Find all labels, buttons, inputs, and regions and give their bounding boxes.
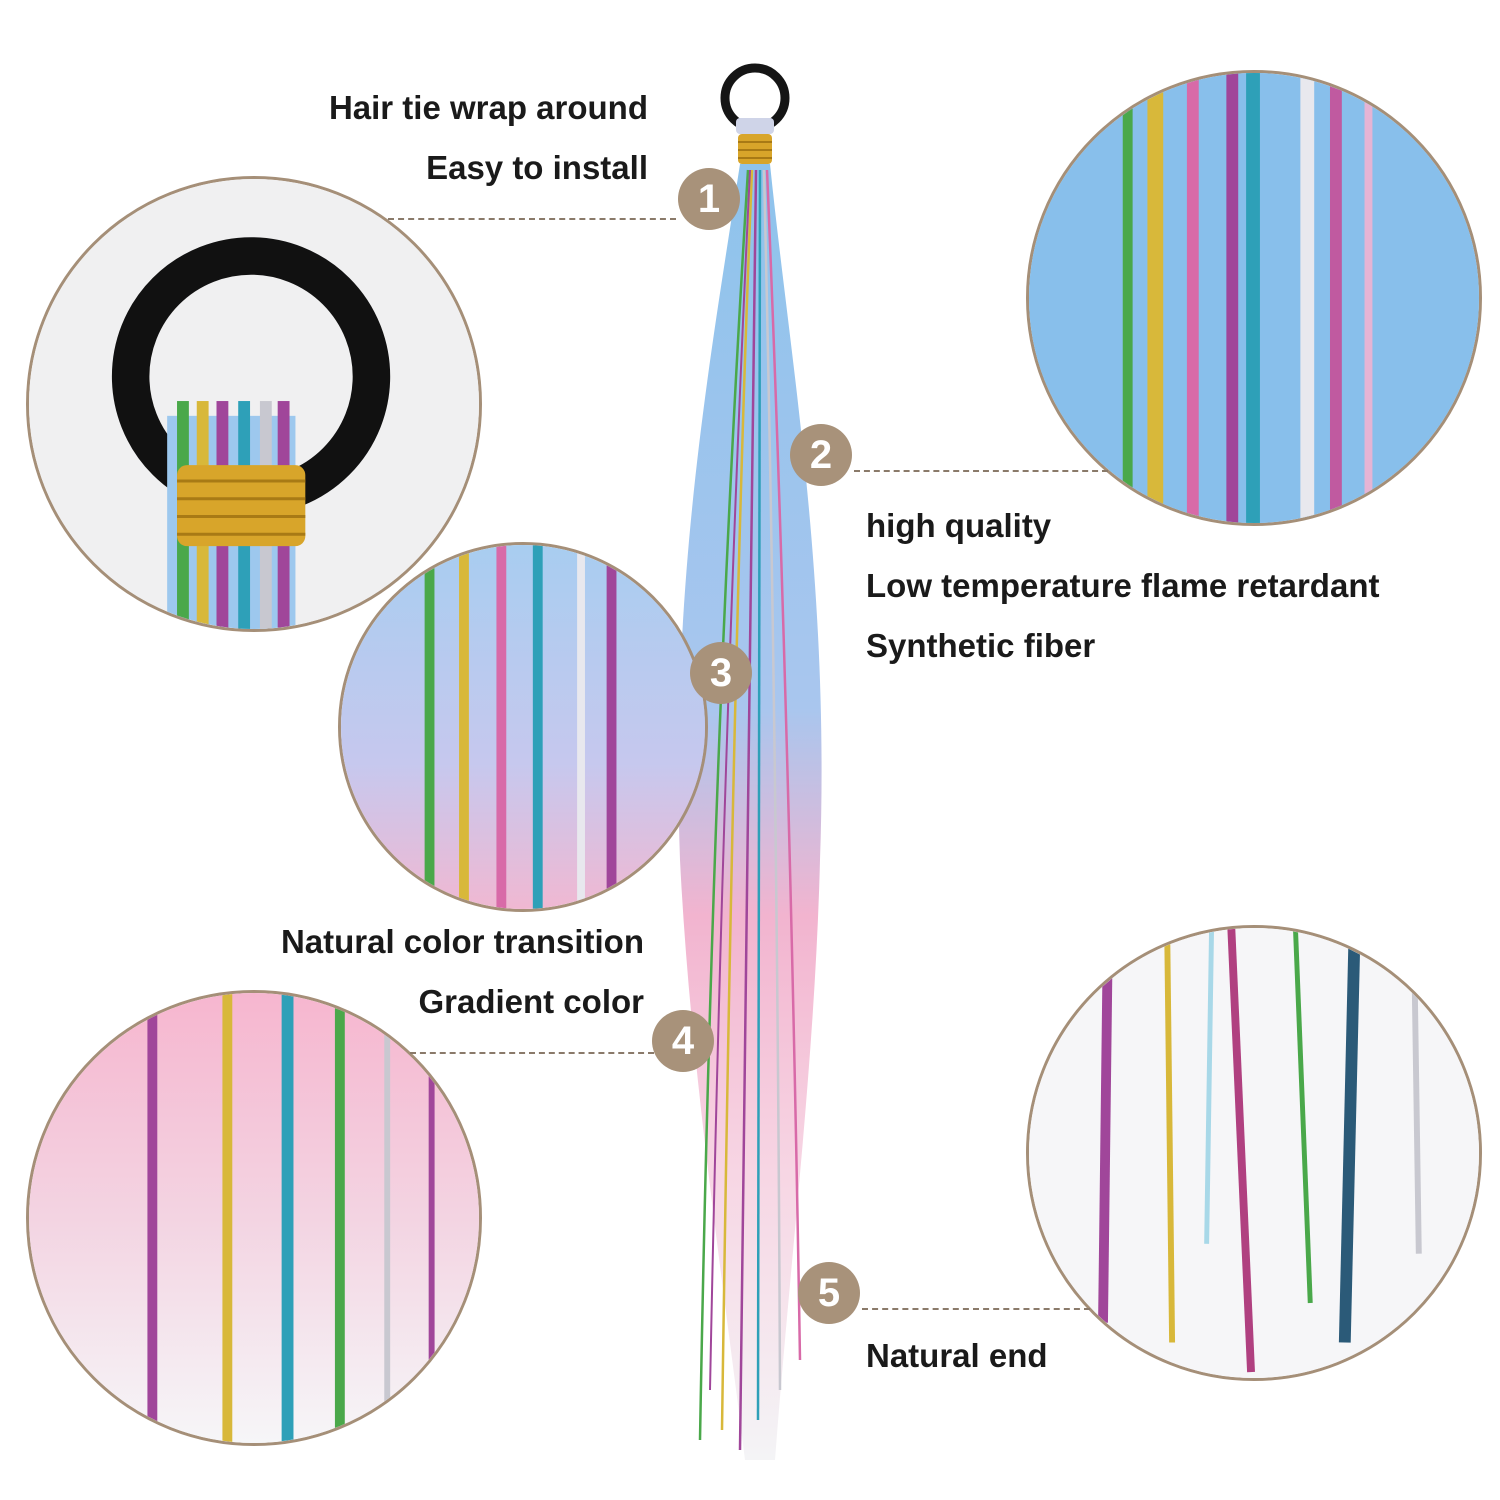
- hair-tie-icon: [29, 179, 479, 629]
- detail-circle-hair-tie: [26, 176, 482, 632]
- callout-1-line-2: Easy to install: [426, 149, 648, 186]
- callout-5-badge: 5: [798, 1262, 860, 1324]
- callout-1-leader: [388, 218, 676, 220]
- callout-1-line-1: Hair tie wrap around: [328, 89, 648, 126]
- ponytail-extension-icon: [678, 63, 822, 1460]
- callout-2-line-1: high quality: [866, 507, 1052, 544]
- detail-circle-gradient: [338, 542, 708, 912]
- detail-circle-high-quality: [1026, 70, 1482, 526]
- callout-2-line-2: Low temperature flame retardant: [866, 567, 1380, 604]
- callout-5-leader: [862, 1308, 1090, 1310]
- callout-2-badge: 2: [790, 424, 852, 486]
- callout-4-badge: 4: [652, 1010, 714, 1072]
- callout-1-badge: 1: [678, 168, 740, 230]
- callout-4-leader: [410, 1052, 654, 1054]
- callout-4-line-1: Natural color transition: [280, 923, 644, 960]
- callout-5-line-1: Natural end: [866, 1337, 1048, 1374]
- detail-circle-color-transition: [26, 990, 482, 1446]
- callout-2-line-3: Synthetic fiber: [866, 627, 1096, 664]
- detail-circle-natural-end: [1026, 925, 1482, 1381]
- callout-3-badge: 3: [690, 642, 752, 704]
- callout-2-leader: [854, 470, 1108, 472]
- callout-4-line-2: Gradient color: [418, 983, 644, 1020]
